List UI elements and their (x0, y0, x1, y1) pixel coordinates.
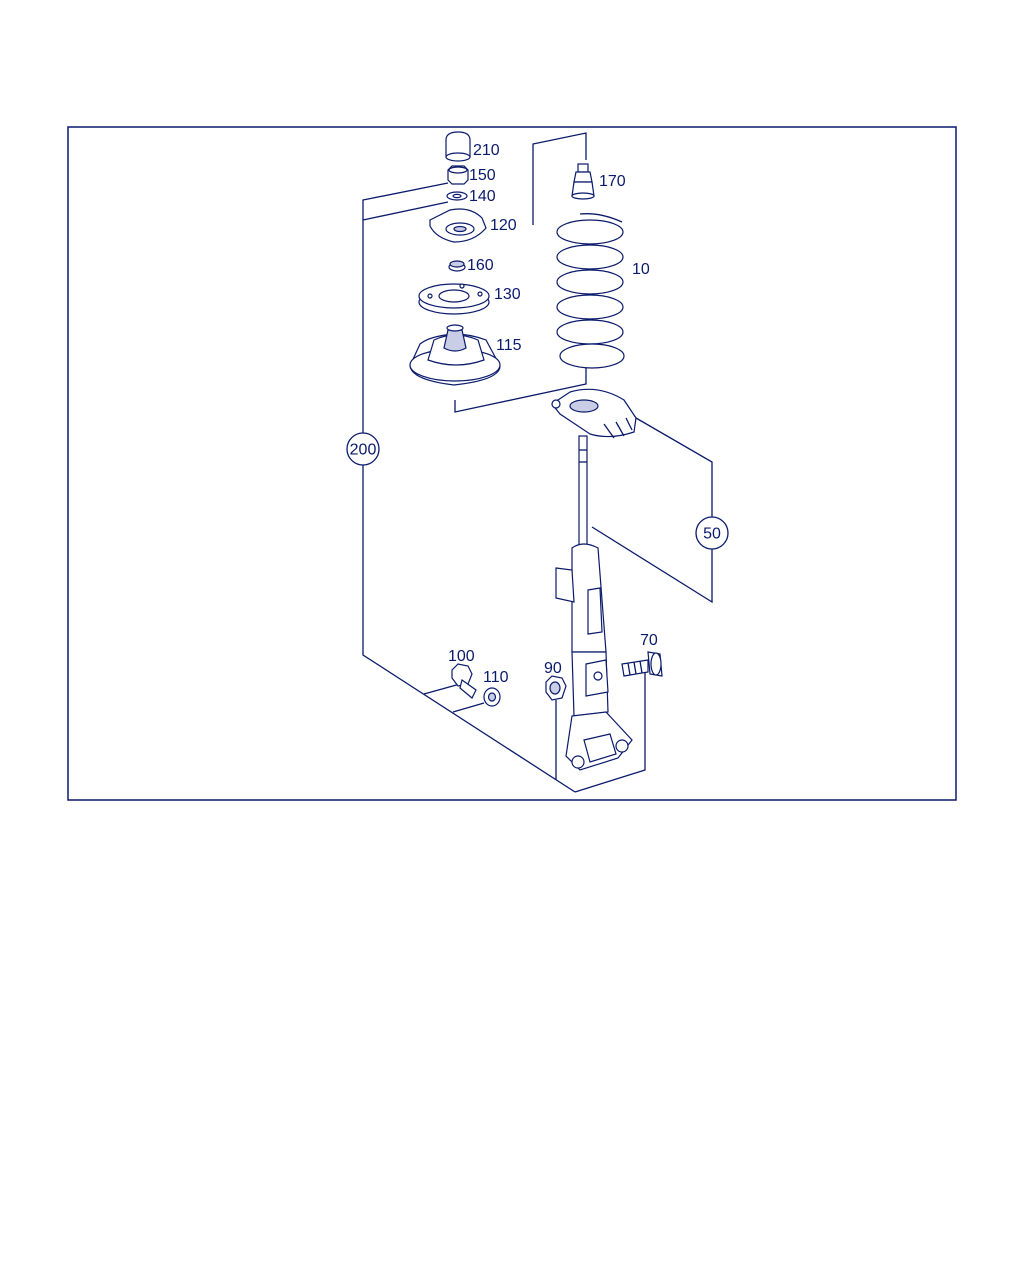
group-200-bracket (362, 132, 646, 793)
part-70-bolt (621, 651, 663, 677)
part-100-bolt (451, 663, 477, 699)
part-160-bushing (448, 260, 466, 272)
diagram-frame (67, 126, 957, 801)
label-170: 170 (599, 173, 626, 190)
part-140-washer (446, 191, 468, 201)
spring-seat (551, 388, 637, 439)
part-115-bearing (409, 324, 501, 386)
part-90-nut (545, 675, 567, 701)
label-120: 120 (490, 217, 517, 234)
group-50-bracket (591, 417, 713, 604)
label-115: 115 (496, 337, 522, 354)
part-150-nut (447, 165, 469, 185)
label-90: 90 (544, 660, 562, 677)
label-110: 110 (483, 669, 509, 686)
label-70: 70 (640, 632, 658, 649)
label-160: 160 (467, 257, 494, 274)
part-170-bumpstop (571, 163, 595, 200)
part-10-spring (556, 213, 625, 369)
label-100: 100 (448, 648, 475, 665)
label-130: 130 (494, 286, 521, 303)
label-150: 150 (469, 167, 496, 184)
group-50-callout: 50 (695, 516, 729, 550)
label-200: 200 (350, 442, 377, 459)
part-110-bushing (483, 687, 501, 707)
label-140: 140 (469, 188, 496, 205)
label-10: 10 (632, 261, 650, 278)
strut-damper (555, 435, 633, 771)
part-210-cap (445, 131, 471, 162)
part-130-ring (418, 283, 490, 315)
label-50: 50 (703, 526, 721, 543)
label-210: 210 (473, 142, 500, 159)
group-200-callout: 200 (346, 432, 380, 466)
part-120-plate (429, 208, 487, 243)
